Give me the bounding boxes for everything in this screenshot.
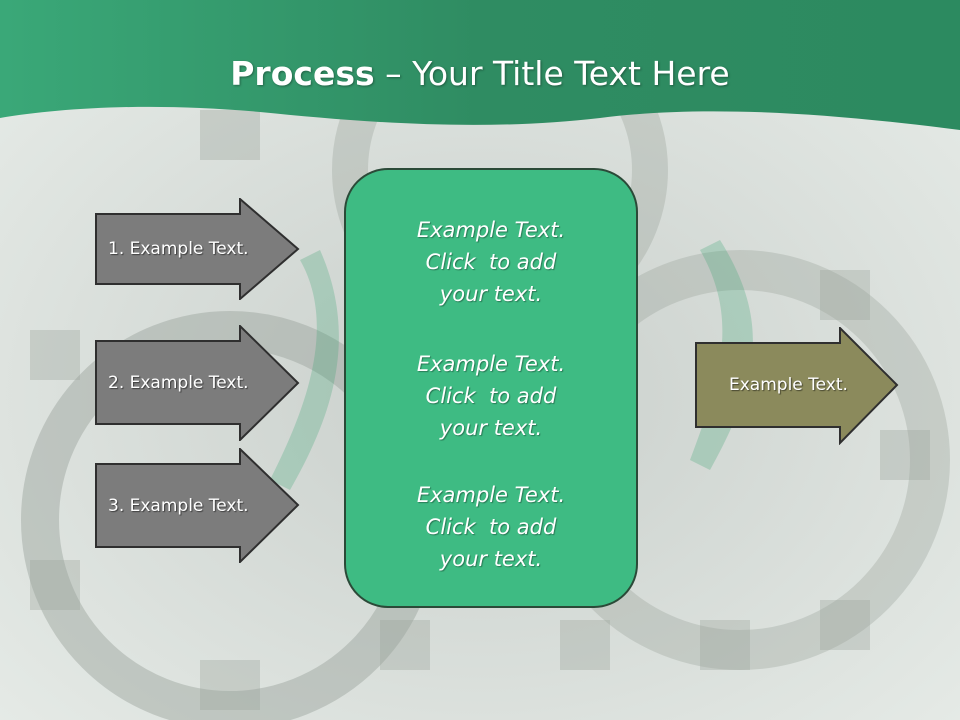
paragraph-line: your text. [439,547,543,571]
center-text-box[interactable]: Example Text. Click to add your text. Ex… [344,168,638,608]
left-arrow-label: 1. Example Text. [108,239,249,259]
title-rest: – Your Title Text Here [374,54,730,93]
arrow-shape [95,325,300,441]
left-arrow-1[interactable]: 1. Example Text. [95,198,300,300]
left-arrow-label: 2. Example Text. [108,373,249,393]
arrow-shape [695,327,899,445]
paragraph-line: Example Text. [416,218,566,242]
right-arrow[interactable]: Example Text. [695,327,900,445]
right-arrow-label: Example Text. [729,375,848,395]
left-arrow-3[interactable]: 3. Example Text. [95,448,300,563]
center-paragraph-3: Example Text. Click to add your text. [346,479,636,575]
arrow-shape [95,198,300,300]
paragraph-line: Click to add [425,515,557,539]
left-arrow-2[interactable]: 2. Example Text. [95,325,300,441]
left-arrow-label: 3. Example Text. [108,495,249,516]
paragraph-line: your text. [439,416,543,440]
arrow-shape [95,448,300,563]
paragraph-line: Click to add [425,250,557,274]
slide-title[interactable]: Process – Your Title Text Here [0,52,960,96]
center-paragraph-1: Example Text. Click to add your text. [346,214,636,310]
paragraph-line: Example Text. [416,352,566,376]
paragraph-line: your text. [439,282,543,306]
paragraph-line: Example Text. [416,483,566,507]
paragraph-line: Click to add [425,384,557,408]
center-paragraph-2: Example Text. Click to add your text. [346,348,636,444]
header-band [0,0,960,130]
title-bold: Process [230,54,375,93]
